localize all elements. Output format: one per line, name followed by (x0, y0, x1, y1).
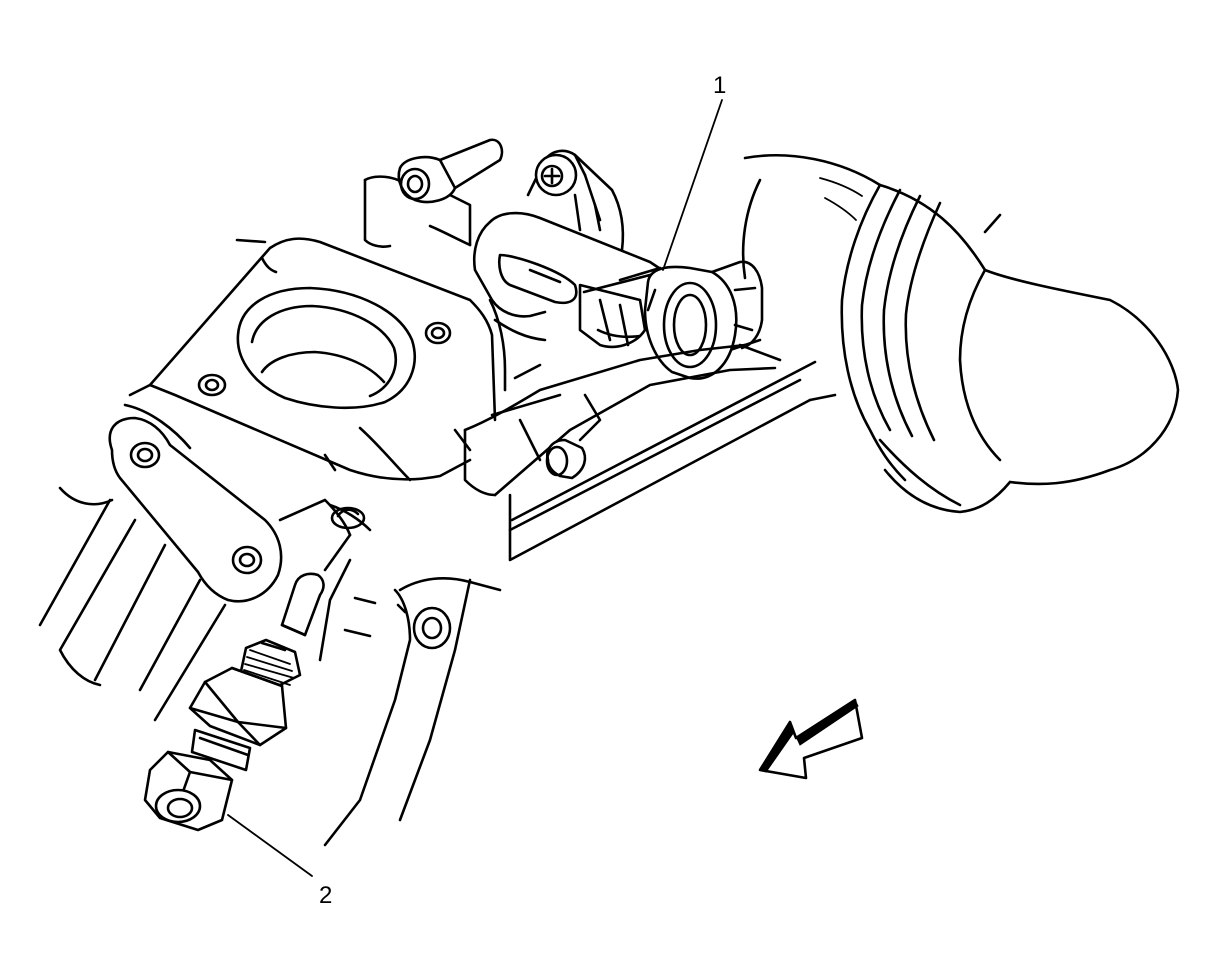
linkage-bracket (363, 138, 777, 497)
lower-housing (278, 338, 837, 847)
throttle-body-flange (123, 237, 497, 482)
forward-direction-arrow (758, 698, 864, 780)
temperature-sensor (143, 506, 366, 832)
callout-1-label: 1 (713, 72, 726, 99)
callout-1: 1 (662, 72, 726, 271)
pulley-housing (741, 154, 1180, 514)
mounting-bracket (38, 416, 283, 722)
callout-2-label: 2 (319, 882, 332, 909)
callout-2: 2 (227, 814, 332, 909)
